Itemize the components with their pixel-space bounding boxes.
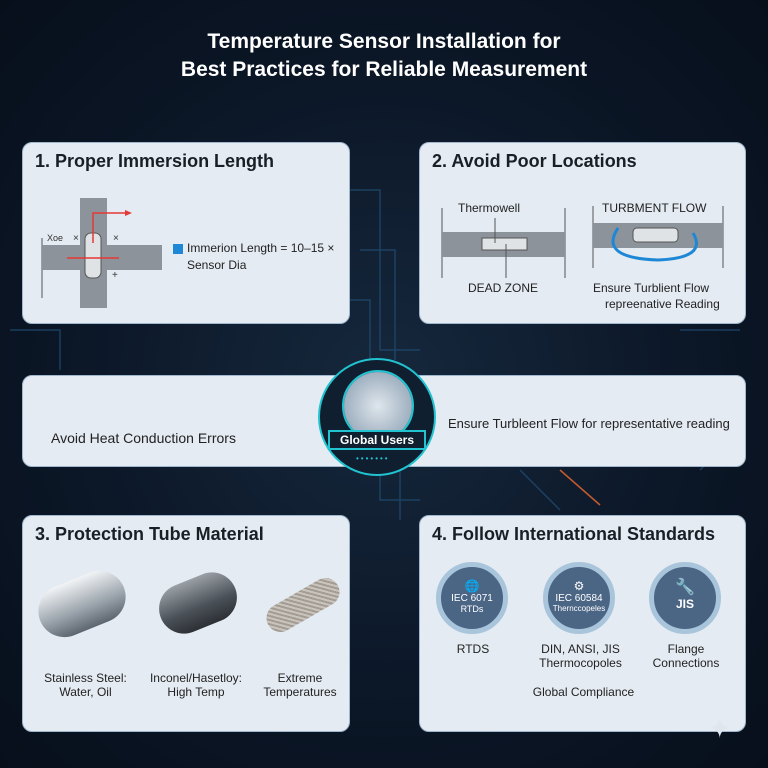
turbulent-flow-label: TURBMENT FLOW <box>602 201 707 215</box>
mesh-tube-icon <box>261 572 345 638</box>
panel-immersion-length: 1. Proper Immersion Length Xoe × × + Imme… <box>22 142 350 324</box>
wrench-icon: 🔧 <box>675 579 695 596</box>
panel-heading: 3. Protection Tube Material <box>35 524 264 544</box>
panel-standards: 4. Follow International Standards 🌐IEC 6… <box>419 515 746 732</box>
caption-line-1: Flange <box>667 642 705 656</box>
caption-line-2: Connections <box>652 656 720 670</box>
badge-label: Global Users <box>328 430 426 450</box>
badge-line-2: Thernccopeles <box>552 604 606 613</box>
thermowell-label: Thermowell <box>458 201 521 215</box>
title-line-1: Temperature Sensor Installation for <box>207 30 561 53</box>
material-line-1: Stainless Steel: <box>44 671 127 685</box>
page-title: Temperature Sensor Installation for Best… <box>0 28 768 84</box>
global-users-badge: Global Users ••••••• <box>318 358 436 476</box>
material-line-2: Temperatures <box>263 685 337 699</box>
panel-heading: 1. Proper Immersion Length <box>35 151 275 171</box>
stainless-tube-icon <box>30 563 134 645</box>
dots-decoration: ••••••• <box>356 454 390 463</box>
location-diagram <box>441 206 724 278</box>
material-line-2: High Temp <box>167 685 225 699</box>
dead-zone-label: DEAD ZONE <box>468 281 539 295</box>
caption-line-1: DIN, ANSI, JIS <box>541 642 620 656</box>
legend-square-icon <box>173 244 183 254</box>
caption-line-2: repreenative Reading <box>605 297 720 311</box>
label-xoe: Xoe <box>47 233 63 243</box>
inconel-tube-icon <box>151 564 245 642</box>
material-item: Inconel/Hasetloy:High Temp <box>141 671 251 699</box>
title-line-2: Best Practices for Reliable Measurement <box>180 58 588 81</box>
immersion-legend: Immerion Length = 10–15 × <box>187 241 335 255</box>
globe-grid-icon: 🌐 <box>464 579 480 593</box>
banner-right-text: Ensure Turbleent Flow for representative… <box>448 416 730 431</box>
panel-heading: 4. Follow International Standards <box>432 524 716 544</box>
global-compliance-label: Global Compliance <box>532 685 635 699</box>
panel-tube-material: 3. Protection Tube Material Stainless St… <box>22 515 350 732</box>
badge-line-2: RTDs <box>460 604 484 614</box>
material-line-2: Water, Oil <box>59 685 112 699</box>
caption-line-2: Thermocopoles <box>539 656 622 670</box>
badge-line-1: JIS <box>675 597 694 611</box>
material-line-1: Extreme <box>277 671 323 685</box>
banner-left-text: Avoid Heat Conduction Errors <box>51 430 236 446</box>
caption-line-1: Ensure Turblient Flow <box>593 281 710 295</box>
jis-badge: 🔧JIS <box>649 562 721 634</box>
standard-caption: RTDS <box>428 642 518 656</box>
badge-line-1: IEC 60584 <box>555 593 603 604</box>
immersion-legend-2: Sensor Dia <box>187 258 247 272</box>
svg-text:×: × <box>113 233 119 244</box>
immersion-diagram: Xoe × × + <box>41 198 162 308</box>
badge-line-1: IEC 6071 <box>451 593 493 604</box>
svg-text:+: + <box>112 270 118 281</box>
panel-poor-locations: 2. Avoid Poor Locations Thermowell DEAD … <box>419 142 746 324</box>
svg-text:×: × <box>73 233 79 244</box>
panel-heading: 2. Avoid Poor Locations <box>432 151 637 171</box>
sparkle-icon: ✦ <box>708 713 732 744</box>
caption-line-1: RTDS <box>456 642 490 656</box>
gear-globe-icon: ⚙ <box>573 579 585 593</box>
material-line-1: Inconel/Hasetloy: <box>149 671 243 685</box>
material-item: Stainless Steel:Water, Oil <box>33 671 138 699</box>
